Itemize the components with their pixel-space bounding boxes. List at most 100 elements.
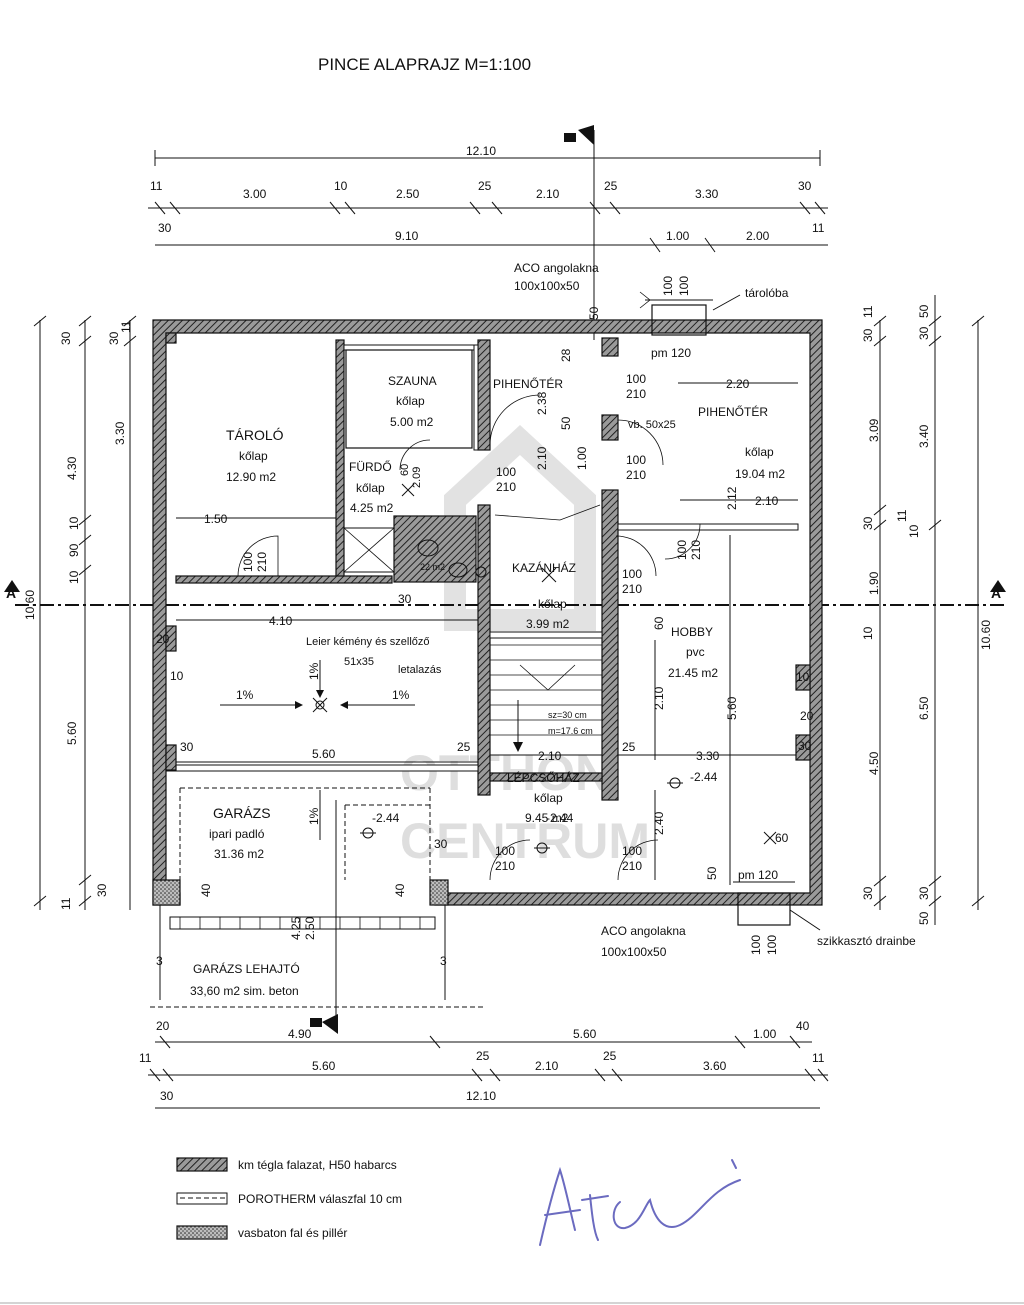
legend-swatch-porotherm (176, 1192, 228, 1205)
svg-text:5.60: 5.60 (312, 747, 336, 761)
svg-text:100: 100 (622, 844, 642, 858)
svg-text:25: 25 (622, 740, 636, 754)
floor-drains (312, 483, 777, 854)
svg-text:11: 11 (59, 897, 73, 910)
svg-text:sz=30 cm: sz=30 cm (548, 710, 587, 720)
staircase (490, 504, 602, 752)
svg-text:2.12: 2.12 (725, 486, 739, 510)
svg-text:60: 60 (399, 464, 411, 476)
svg-text:2.10: 2.10 (536, 187, 560, 201)
svg-text:10: 10 (861, 626, 875, 640)
svg-text:2.50: 2.50 (303, 916, 317, 940)
room-labels: TÁROLÓ kőlap 12.90 m2 SZAUNA kőlap 5.00 … (190, 374, 785, 998)
legend-item-2: POROTHERM válaszfal 10 cm (238, 1192, 402, 1206)
svg-text:2.10: 2.10 (652, 686, 666, 710)
legend: km tégla falazat, H50 habarcs POROTHERM … (176, 1157, 402, 1240)
svg-text:100: 100 (749, 935, 763, 955)
svg-text:30: 30 (107, 331, 121, 345)
room-lepcso-name: LÉPCSŐHÁZ (507, 770, 580, 785)
svg-text:4.90: 4.90 (288, 1027, 312, 1041)
svg-text:20: 20 (156, 1019, 170, 1033)
dimensions-top: 12.10 11 3.00 10 2.50 25 2.10 25 3.30 30… (148, 144, 828, 253)
svg-text:5.00 m2: 5.00 m2 (390, 415, 434, 429)
outer-walls (152, 319, 823, 906)
svg-text:210: 210 (255, 552, 269, 572)
svg-text:m=17.6 cm: m=17.6 cm (548, 726, 593, 736)
svg-text:2.10: 2.10 (755, 494, 779, 508)
svg-text:-2.44: -2.44 (690, 770, 718, 784)
svg-text:11: 11 (150, 179, 163, 193)
sauna-box (345, 349, 473, 449)
svg-text:28: 28 (559, 348, 573, 362)
pm-top: pm 120 (651, 346, 691, 360)
aco-top-label: ACO angolakna (514, 261, 599, 275)
room-lehajto-name: GARÁZS LEHAJTÓ (193, 961, 300, 976)
svg-text:4.50: 4.50 (867, 751, 881, 775)
door-swings (237, 394, 701, 881)
svg-text:10: 10 (796, 670, 810, 684)
svg-text:50: 50 (705, 866, 719, 880)
svg-text:3: 3 (156, 954, 163, 968)
leier-label: Leier kémény és szellőző (306, 636, 430, 648)
svg-text:50: 50 (587, 306, 601, 320)
svg-text:3.00: 3.00 (243, 187, 267, 201)
room-piheno1-name: PIHENŐTÉR (493, 376, 563, 391)
svg-text:25: 25 (457, 740, 471, 754)
dimensions-left: 10.60 30 4.30 10 90 10 5.60 11 30 30 3.3… (23, 315, 137, 910)
svg-text:50: 50 (917, 911, 931, 925)
svg-text:30: 30 (798, 179, 812, 193)
room-szauna-name: SZAUNA (388, 374, 437, 388)
svg-text:100: 100 (241, 552, 255, 572)
legend-swatch-concrete (176, 1225, 228, 1240)
svg-text:10.60: 10.60 (23, 590, 37, 620)
section-marker-top (564, 125, 595, 340)
svg-text:33,60 m2 sim. beton: 33,60 m2 sim. beton (190, 984, 299, 998)
svg-text:3.60: 3.60 (703, 1059, 727, 1073)
svg-text:3.30: 3.30 (695, 187, 719, 201)
svg-text:9.10: 9.10 (395, 229, 419, 243)
svg-text:1.00: 1.00 (753, 1027, 777, 1041)
svg-text:30: 30 (95, 883, 109, 897)
svg-text:11: 11 (895, 509, 909, 522)
svg-text:100: 100 (626, 372, 646, 386)
svg-text:3.99 m2: 3.99 m2 (526, 617, 570, 631)
svg-text:210: 210 (495, 859, 515, 873)
svg-text:30: 30 (798, 739, 812, 753)
svg-text:25: 25 (604, 179, 618, 193)
svg-text:11: 11 (861, 305, 875, 318)
tarolo-arrow-label: tárolóba (745, 286, 789, 300)
svg-text:51x35: 51x35 (344, 656, 374, 668)
svg-text:210: 210 (622, 859, 642, 873)
svg-text:100: 100 (622, 567, 642, 581)
svg-text:210: 210 (622, 582, 642, 596)
svg-text:12.10: 12.10 (466, 1089, 496, 1103)
svg-text:22 m2: 22 m2 (420, 562, 445, 572)
legend-item-1: km tégla falazat, H50 habarcs (238, 1158, 397, 1172)
svg-text:3.30: 3.30 (113, 421, 127, 445)
svg-text:1.00: 1.00 (575, 446, 589, 470)
svg-text:2.40: 2.40 (652, 811, 666, 835)
svg-text:1.00: 1.00 (666, 229, 690, 243)
svg-text:kőlap: kőlap (356, 481, 385, 495)
svg-text:2.10: 2.10 (535, 446, 549, 470)
svg-text:1%: 1% (236, 688, 254, 702)
svg-text:1.50: 1.50 (204, 512, 228, 526)
svg-text:30: 30 (434, 837, 448, 851)
svg-text:60: 60 (652, 616, 666, 630)
svg-text:30: 30 (861, 886, 875, 900)
svg-text:11: 11 (119, 320, 133, 333)
interior-dimensions: 1.50 4.10 5.60 2.20 2.10 2.10 3.30 2.38 … (156, 306, 814, 968)
svg-text:210: 210 (626, 387, 646, 401)
legend-swatch-brick (176, 1157, 228, 1172)
section-marker-bottom (310, 800, 338, 1034)
svg-text:100: 100 (496, 465, 516, 479)
svg-text:100: 100 (765, 935, 779, 955)
svg-text:pvc: pvc (686, 645, 705, 659)
svg-text:2.50: 2.50 (396, 187, 420, 201)
svg-text:11: 11 (139, 1051, 152, 1065)
svg-text:11: 11 (812, 1051, 825, 1065)
svg-text:kőlap: kőlap (396, 394, 425, 408)
svg-text:10: 10 (67, 516, 81, 530)
svg-text:11: 11 (812, 221, 825, 235)
legend-item-3: vasbaton fal és pillér (238, 1226, 347, 1240)
